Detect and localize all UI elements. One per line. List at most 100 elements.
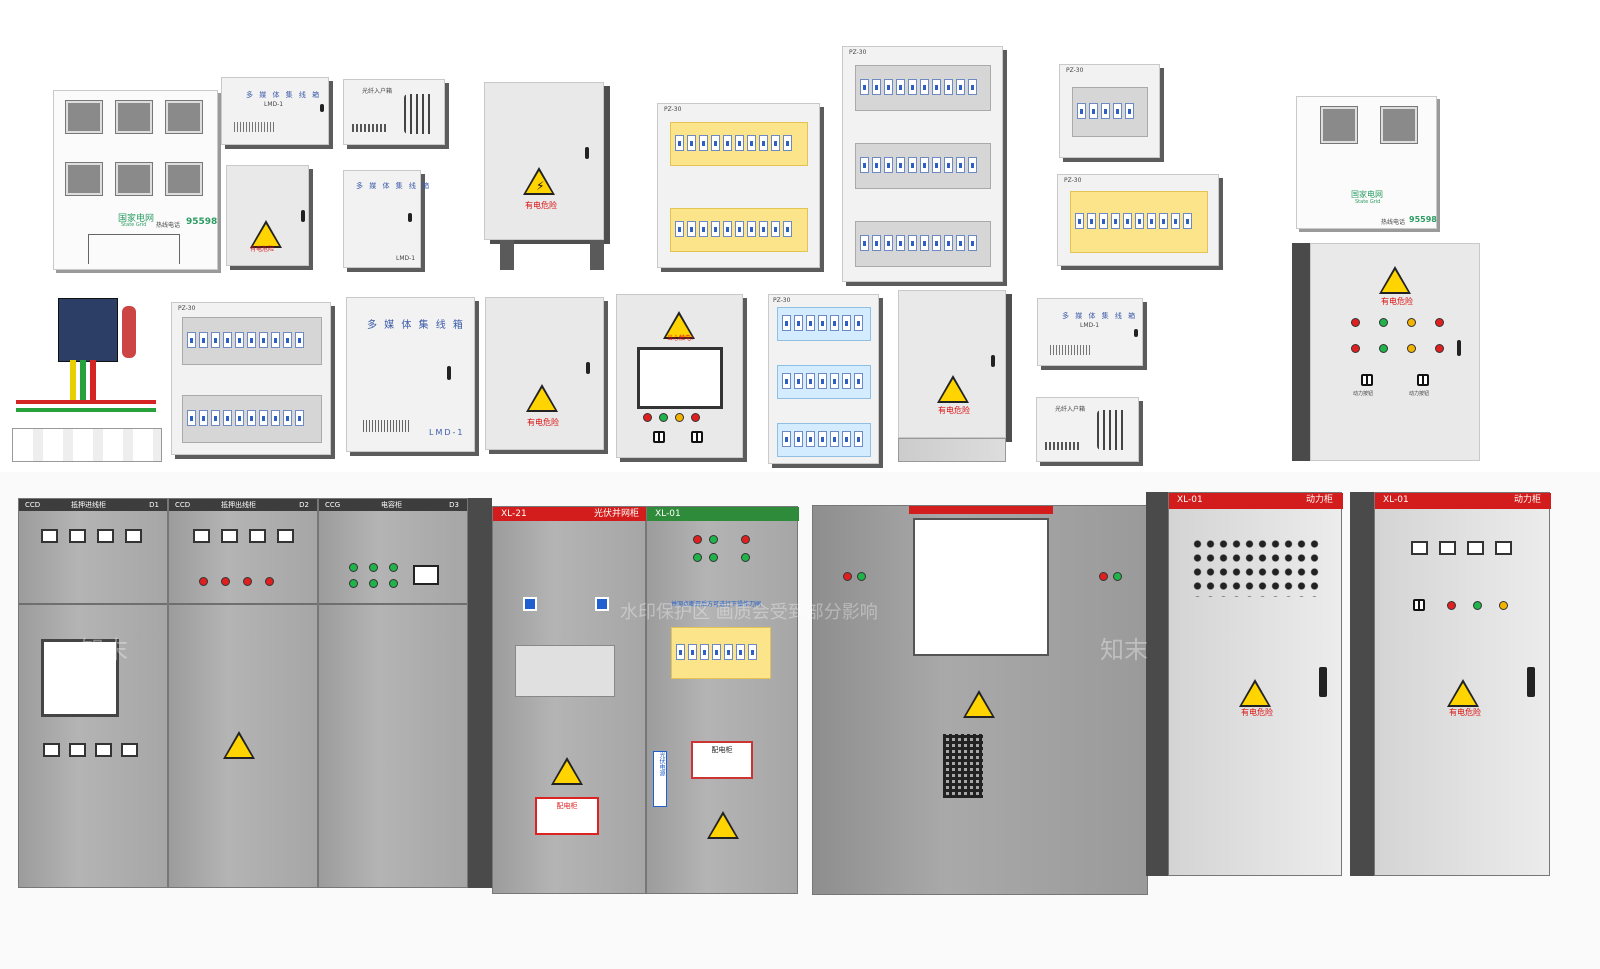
- breaker-module: [842, 431, 851, 447]
- breaker-module: [920, 79, 929, 95]
- breaker-module: [735, 135, 744, 151]
- breaker-module: [676, 644, 685, 660]
- breaker-module: [736, 644, 745, 660]
- distribution-box-wide: PZ-30: [1057, 174, 1219, 266]
- cabinet-xl01-power-2: XL-01 动力柜 有电危险: [1374, 492, 1551, 876]
- breaker-module: [1101, 103, 1110, 119]
- hotline-label: 热线电话: [156, 222, 181, 229]
- breaker-module: [896, 79, 905, 95]
- door-handle[interactable]: [1319, 667, 1327, 697]
- breaker-window-cabinet: 当心触电!: [616, 294, 743, 458]
- breaker-module: [271, 332, 280, 348]
- cabinet-ccg-capacitor: CCG 电容柜 D3: [318, 498, 468, 888]
- breaker-module: [794, 315, 803, 331]
- door-handle[interactable]: [408, 213, 412, 222]
- meter-window: [1320, 106, 1358, 144]
- breaker-module: [295, 332, 304, 348]
- door-handle[interactable]: [1527, 667, 1535, 697]
- breaker-module: [295, 410, 304, 426]
- breaker-module: [259, 410, 268, 426]
- door-handle[interactable]: [1457, 340, 1461, 356]
- breaker-module: [968, 235, 977, 251]
- breaker-row: [855, 65, 991, 111]
- wall-cabinet: 有电危险: [485, 297, 604, 450]
- warning-icon: [663, 311, 695, 339]
- state-grid-label: 国家电网: [118, 214, 155, 224]
- breaker-module: [860, 235, 869, 251]
- door-handle[interactable]: [320, 104, 324, 112]
- cabinet-xl01-green: XL-01 并网点断开后方可进行下操作刀闸 配电柜 光伏电源: [646, 506, 799, 894]
- warning-icon: [250, 220, 282, 248]
- floor-cabinet-tall: ⚡ 有电危险: [484, 82, 604, 240]
- breaker-module: [759, 135, 768, 151]
- breaker-module: [782, 373, 791, 389]
- meter-window: [165, 162, 203, 196]
- cabinet-ccd-incoming: CCD 抵押进线柜 D1: [18, 498, 168, 888]
- breaker-module: [1135, 213, 1144, 229]
- breaker-module: [884, 235, 893, 251]
- cabinet-xl21-pv: XL-21 光伏并网柜 配电柜: [492, 506, 647, 894]
- vent-grille: [943, 734, 983, 798]
- breaker-row: [670, 122, 808, 166]
- breaker-module: [747, 221, 756, 237]
- distribution-box-blue: PZ-30: [768, 294, 879, 464]
- warning-icon: [937, 375, 969, 403]
- meter-window: [65, 162, 103, 196]
- breaker-module: [688, 644, 697, 660]
- breaker-module: [872, 157, 881, 173]
- door-handle[interactable]: [586, 362, 590, 374]
- meter-window: [115, 162, 153, 196]
- breaker-module: [1123, 213, 1132, 229]
- distribution-box-yellow: PZ-30: [657, 103, 820, 268]
- breaker-row: [855, 143, 991, 189]
- breaker-module: [1125, 103, 1134, 119]
- multimedia-box-small: 多 媒 体 集 线 箱 LMD-1: [221, 77, 329, 145]
- meter-box-6: 国家电网 State Grid 热线电话 95598: [53, 90, 218, 270]
- floor-cabinet-mid: 有电危险: [898, 290, 1006, 438]
- warning-icon: [963, 690, 995, 718]
- breaker-module: [908, 235, 917, 251]
- breaker-module: [723, 135, 732, 151]
- breaker-module: [794, 373, 803, 389]
- selector-switch[interactable]: [1361, 374, 1373, 386]
- distribution-box-3row: PZ-30: [842, 46, 1003, 282]
- cabinet-xl01-power-1: XL-01 动力柜 有电危险: [1168, 492, 1343, 876]
- breaker-module: [699, 221, 708, 237]
- breaker-module: [235, 332, 244, 348]
- breaker-module: [896, 157, 905, 173]
- breaker-window: [913, 518, 1049, 656]
- fiber-coil-icon: [404, 94, 434, 134]
- fiber-box-right: 光纤入户箱: [1036, 397, 1139, 462]
- breaker-module: [968, 79, 977, 95]
- breaker-module: [783, 221, 792, 237]
- door-handle[interactable]: [301, 210, 305, 222]
- breaker-module: [920, 235, 929, 251]
- breaker-module: [211, 332, 220, 348]
- breaker-module: [699, 135, 708, 151]
- selector-switch[interactable]: [653, 431, 665, 443]
- hotline-number: 95598: [186, 217, 218, 227]
- breaker-module: [908, 157, 917, 173]
- selector-switch[interactable]: [1413, 599, 1425, 611]
- breaker-module: [1087, 213, 1096, 229]
- cabinet-ccd-outgoing: CCD 抵押出线柜 D2: [168, 498, 318, 888]
- breaker-module: [1171, 213, 1180, 229]
- meter-window: [65, 100, 103, 134]
- warning-icon: [1447, 679, 1479, 707]
- breaker-module: [723, 221, 732, 237]
- selector-switch[interactable]: [691, 431, 703, 443]
- breaker-module: [1159, 213, 1168, 229]
- breaker-module: [956, 79, 965, 95]
- door-handle[interactable]: [1134, 329, 1138, 337]
- breaker-module: [199, 410, 208, 426]
- selector-switch[interactable]: [1417, 374, 1429, 386]
- breaker-row: [777, 365, 871, 399]
- distribution-sign: 配电柜: [535, 797, 599, 835]
- door-handle[interactable]: [585, 147, 589, 159]
- breaker-module: [794, 431, 803, 447]
- door-handle[interactable]: [447, 366, 451, 380]
- warning-icon: [526, 384, 558, 412]
- breaker-module: [735, 221, 744, 237]
- door-handle[interactable]: [991, 355, 995, 367]
